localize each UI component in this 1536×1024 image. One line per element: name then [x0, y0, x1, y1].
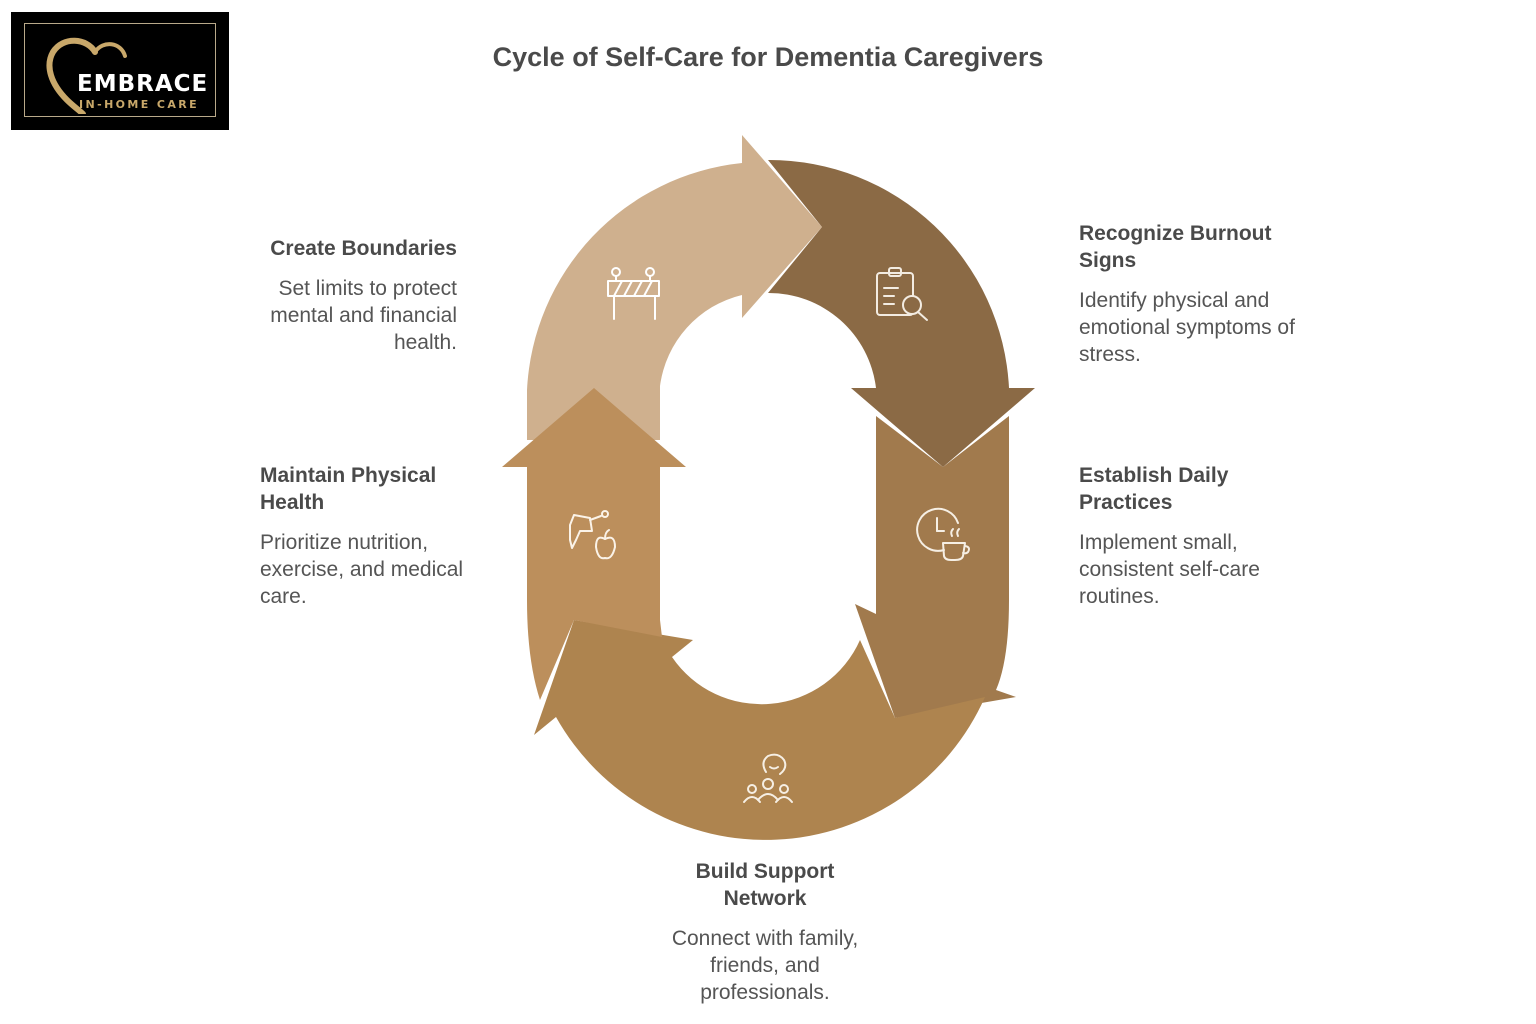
step-boundaries: Create Boundaries Set limits to protect … — [247, 235, 457, 356]
step-support: Build Support Network Connect with famil… — [660, 858, 870, 1006]
people-group-icon — [743, 753, 793, 803]
step-heading: Create Boundaries — [270, 237, 457, 260]
step-heading: Build Support Network — [695, 860, 835, 910]
step-description: Implement small, consistent self-care ro… — [1079, 531, 1260, 608]
logo-frame — [24, 23, 216, 117]
step-heading: Recognize Burnout Signs — [1079, 222, 1272, 272]
heart-icon — [46, 37, 127, 114]
segment-support — [534, 620, 985, 840]
step-heading: Establish Daily Practices — [1079, 464, 1229, 514]
barrier-icon — [607, 267, 660, 320]
logo-name: EMBRACE — [77, 71, 209, 97]
diagram-title: Cycle of Self-Care for Dementia Caregive… — [492, 42, 1044, 72]
step-description: Set limits to protect mental and financi… — [270, 277, 457, 354]
clipboard-search-icon — [876, 267, 928, 321]
segment-recognize — [768, 159, 1035, 467]
step-description: Prioritize nutrition, exercise, and medi… — [260, 531, 464, 608]
step-description: Connect with family, friends, and profes… — [671, 927, 859, 1004]
step-description: Identify physical and emotional symptoms… — [1079, 289, 1295, 366]
logo-subtitle: IN-HOME CARE — [79, 98, 200, 111]
step-physical: Maintain Physical Health Prioritize nutr… — [260, 462, 470, 610]
exercise-apple-icon — [569, 510, 616, 560]
segment-boundaries — [527, 135, 822, 440]
clock-cup-icon — [916, 507, 970, 561]
step-heading: Maintain Physical Health — [260, 464, 437, 514]
step-recognize: Recognize Burnout Signs Identify physica… — [1079, 220, 1299, 368]
logo: EMBRACE IN-HOME CARE — [11, 12, 229, 130]
step-daily: Establish Daily Practices Implement smal… — [1079, 462, 1284, 610]
segment-physical — [502, 388, 686, 700]
segment-daily — [855, 416, 1016, 718]
